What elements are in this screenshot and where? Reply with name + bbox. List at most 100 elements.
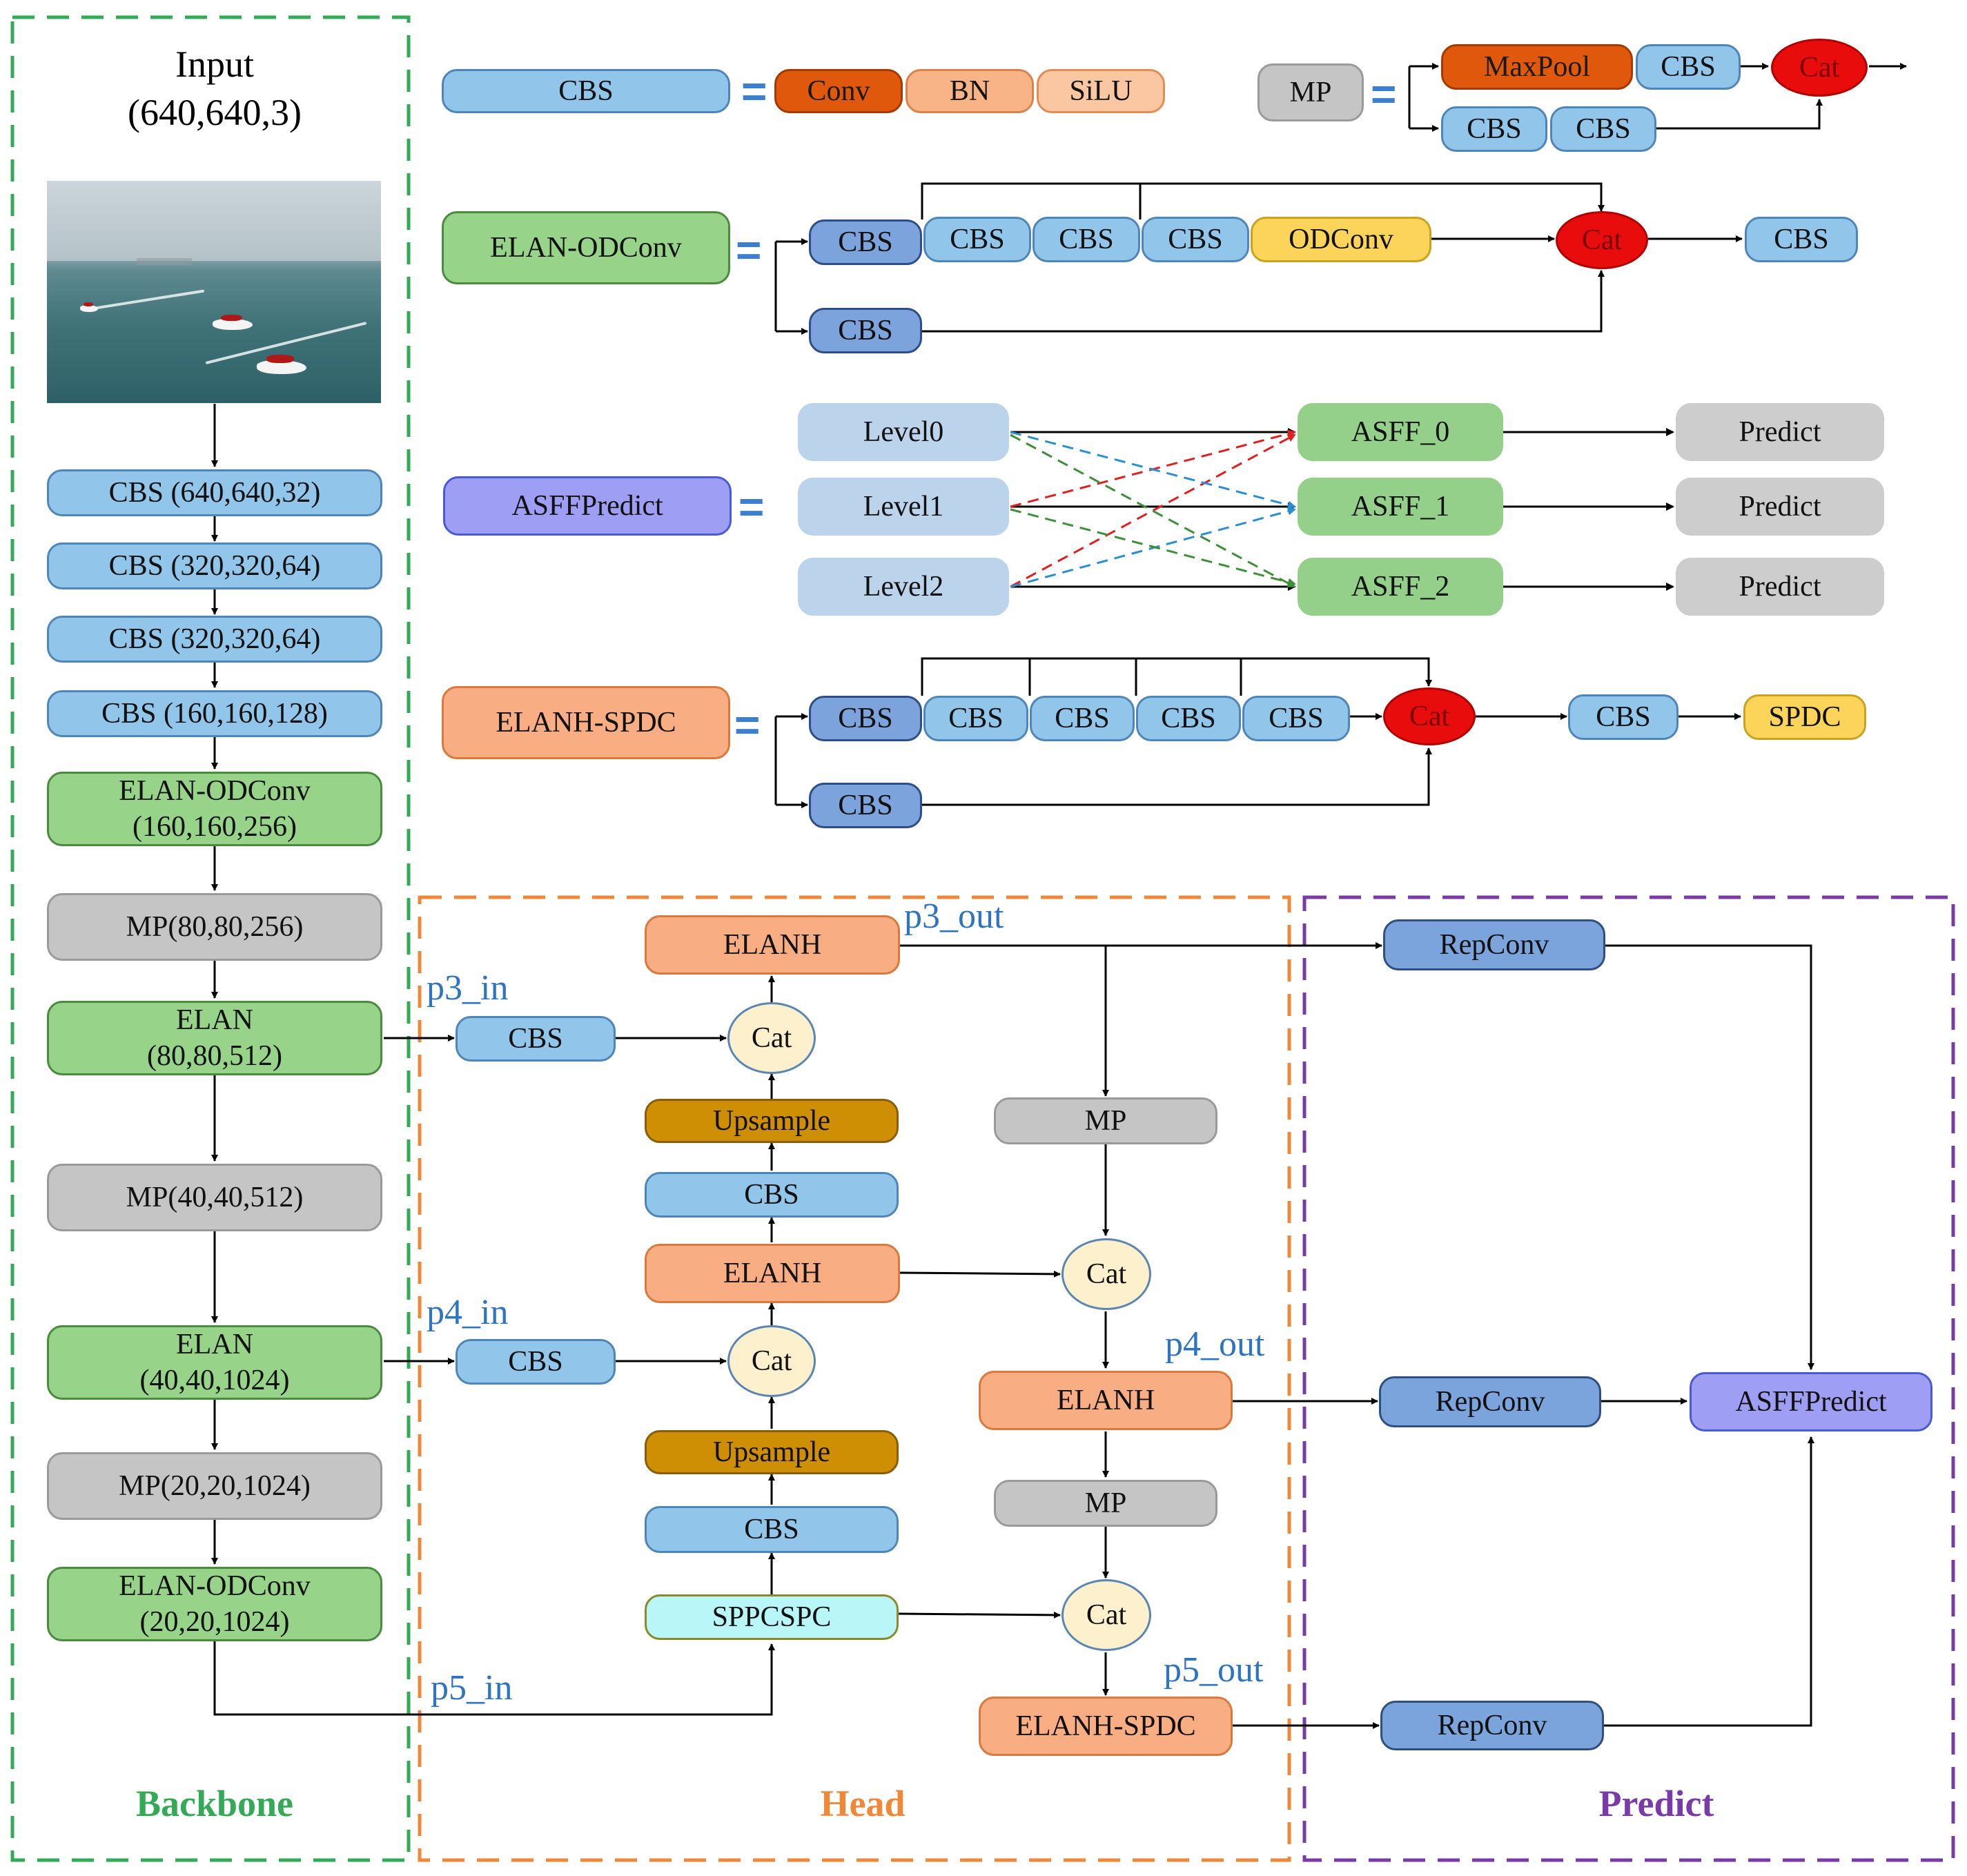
legend-elanh-spdc: ELANH-SPDC xyxy=(442,686,730,759)
head-mp-1: MP xyxy=(994,1097,1217,1144)
legend-elanh-spdc-cbs-2: CBS xyxy=(1030,696,1135,741)
head-elanh-spdc: ELANH-SPDC xyxy=(979,1697,1233,1756)
head-cat-3: Cat xyxy=(1061,1238,1151,1310)
predict-frame xyxy=(1302,895,1955,1862)
legend-cbs-conv: Conv xyxy=(774,69,903,113)
asff-cross-edges xyxy=(1010,429,1296,588)
head-p4-out: p4_out xyxy=(1165,1325,1265,1364)
head-p3-in: p3_in xyxy=(427,968,509,1008)
elan-2-shape: (40,40,1024) xyxy=(139,1365,290,1396)
legend-elanh-spdc-cbs-0: CBS xyxy=(809,696,922,741)
legend-elan-odconv-eq: = xyxy=(736,225,762,275)
boat-2 xyxy=(213,314,253,330)
head-elanh-3: ELANH xyxy=(979,1371,1233,1430)
elan-1-shape: (80,80,512) xyxy=(147,1040,282,1072)
edge-elanhspdc-tap1 xyxy=(921,657,1432,696)
head-cat-4: Cat xyxy=(1061,1579,1151,1651)
section-label-predict: Predict xyxy=(1598,1783,1714,1824)
section-label-backbone: Backbone xyxy=(135,1783,294,1824)
predict-asffpredict: ASFFPredict xyxy=(1690,1372,1932,1432)
head-p3-cbs: CBS xyxy=(456,1016,616,1062)
legend-elanh-spdc-cbs-out: CBS xyxy=(1568,694,1679,740)
legend-mp: MP xyxy=(1257,63,1364,121)
head-p3-out: p3_out xyxy=(904,897,1004,936)
elan-odconv-1-name: ELAN-ODConv xyxy=(119,774,311,807)
backbone-elan-odconv-1: ELAN-ODConv (160,160,256) xyxy=(47,772,382,846)
head-frame xyxy=(418,895,1291,1862)
legend-elan-odconv-cat: Cat xyxy=(1556,211,1648,269)
input-image xyxy=(47,181,381,403)
horizon-structures xyxy=(137,258,192,265)
edge-level0-asff1-blue xyxy=(1010,431,1296,509)
edge-elanh2-cat3 xyxy=(899,1270,1061,1278)
legend-elanh-spdc-cat: Cat xyxy=(1383,687,1476,745)
legend-elan-odconv-cbs-0: CBS xyxy=(809,219,922,265)
head-mp-2: MP xyxy=(994,1480,1217,1527)
edges xyxy=(211,63,1907,1729)
input-label: Input xyxy=(175,43,254,85)
legend-asffpredict: ASFFPredict xyxy=(443,476,732,536)
legend-cbs-bn: BN xyxy=(906,69,1034,113)
backbone-frame xyxy=(10,15,411,1862)
head-p4-in: p4_in xyxy=(427,1293,509,1332)
legend-elan-odconv-cbs-out: CBS xyxy=(1745,217,1858,262)
head-cat-2: Cat xyxy=(727,1325,816,1397)
head-elanh-2: ELANH xyxy=(645,1244,900,1303)
edge-elanhspdc-cbs2-cat xyxy=(922,748,1432,806)
predict-repconv-1: RepConv xyxy=(1383,919,1605,970)
head-upsample-2: Upsample xyxy=(645,1430,899,1474)
predict-repconv-3: RepConv xyxy=(1380,1701,1604,1750)
edge-elanodc-tap1 xyxy=(921,182,1605,219)
backbone-mp-2: MP(40,40,512) xyxy=(47,1164,382,1231)
legend-mp-cbs-bottom-2: CBS xyxy=(1550,106,1656,152)
sea-haze xyxy=(47,181,381,261)
legend-asff-predict-0: Predict xyxy=(1676,403,1884,461)
legend-elanh-spdc-eq: = xyxy=(734,700,761,750)
legend-mp-maxpool: MaxPool xyxy=(1441,44,1633,90)
legend-asff-0: ASFF_0 xyxy=(1298,403,1503,461)
legend-elan-odconv: ELAN-ODConv xyxy=(442,211,730,284)
legend-mp-cbs-bottom-1: CBS xyxy=(1441,106,1547,152)
head-sppcspc: SPPCSPC xyxy=(645,1594,899,1640)
legend-cbs-silu: SiLU xyxy=(1037,69,1165,113)
edge-rep3-asffpredict xyxy=(1604,1436,1814,1727)
head-elanh-1: ELANH xyxy=(645,915,900,975)
elan-odconv-1-shape: (160,160,256) xyxy=(133,811,297,843)
legend-elanh-spdc-cbs-3: CBS xyxy=(1136,696,1241,741)
legend-asff-predict-2: Predict xyxy=(1676,558,1884,616)
backbone-elan-odconv-2: ELAN-ODConv (20,20,1024) xyxy=(47,1567,382,1641)
head-cbs-1: CBS xyxy=(645,1172,899,1218)
boat-3 xyxy=(257,355,306,374)
legend-asffpredict-eq: = xyxy=(738,482,765,531)
backbone-mp-1: MP(80,80,256) xyxy=(47,893,382,961)
legend-elan-odconv-cbs-3: CBS xyxy=(1142,217,1249,262)
legend-cbs: CBS xyxy=(442,69,730,113)
legend-elan-odconv-cbs-side: CBS xyxy=(809,308,922,353)
backbone-mp-3: MP(20,20,1024) xyxy=(47,1452,382,1520)
edge-level2-asff1-blue xyxy=(1010,507,1296,588)
edge-elanh1-mp xyxy=(900,944,1109,1097)
wake-1 xyxy=(88,289,205,311)
legend-asff-predict-1: Predict xyxy=(1676,478,1884,536)
edge-mp-cbsrow-cat xyxy=(1656,99,1823,130)
backbone-cbs-1: CBS (640,640,32) xyxy=(47,469,382,516)
legend-cbs-eq: = xyxy=(741,66,767,116)
head-cat-1: Cat xyxy=(727,1002,816,1074)
legend-elanh-spdc-spdc: SPDC xyxy=(1743,694,1866,740)
legend-asff-level0: Level0 xyxy=(798,403,1009,461)
elan-odconv-2-name: ELAN-ODConv xyxy=(119,1570,311,1602)
head-p5-out: p5_out xyxy=(1164,1650,1264,1690)
elan-2-name: ELAN xyxy=(176,1328,253,1360)
backbone-elan-1: ELAN (80,80,512) xyxy=(47,1001,382,1075)
edge-level1-asff2-green xyxy=(1010,508,1296,587)
legend-elanh-spdc-cbs-side: CBS xyxy=(809,783,922,828)
predict-repconv-2: RepConv xyxy=(1379,1376,1601,1427)
backbone-cbs-2: CBS (320,320,64) xyxy=(47,543,382,589)
head-upsample-1: Upsample xyxy=(645,1099,899,1143)
legend-asff-level1: Level1 xyxy=(798,478,1009,536)
head-cbs-2: CBS xyxy=(645,1506,899,1553)
edge-elanodc-cbs2-cat xyxy=(922,270,1605,333)
elan-1-name: ELAN xyxy=(176,1004,253,1036)
edge-sppcspc-cat4 xyxy=(898,1611,1061,1619)
